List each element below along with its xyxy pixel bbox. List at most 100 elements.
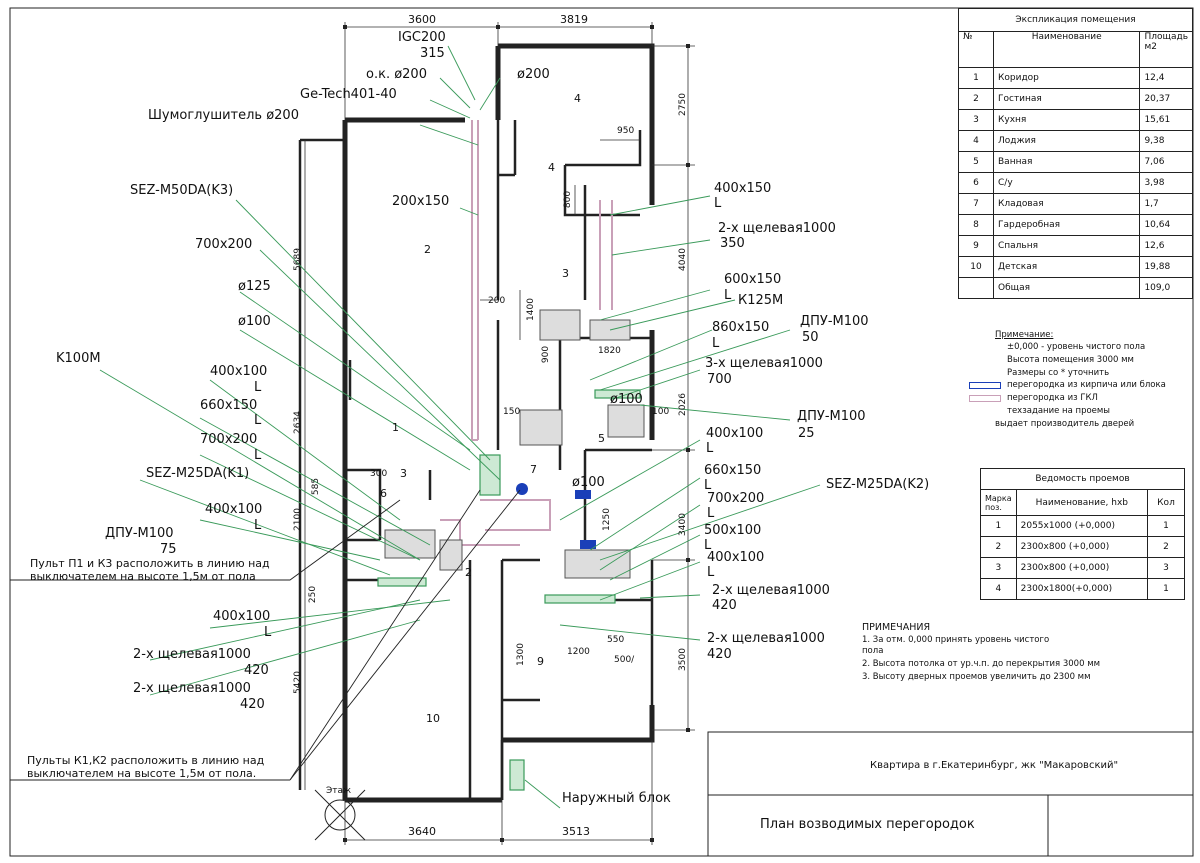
callout-ok200: о.к. ø200 — [366, 67, 427, 82]
callout-L: L — [724, 288, 732, 303]
callout-dpu-c: ДПУ-М100 — [797, 409, 866, 424]
openings-cell-name: 2300х1800(+0,000) — [1015, 578, 1149, 600]
indoor-units — [516, 483, 596, 549]
callout-slot-b: 2-х щелевая1000 — [133, 681, 251, 696]
explication-col-no: № — [958, 31, 994, 68]
callout-L: L — [714, 196, 722, 211]
callout-dpu-b-val: 50 — [802, 330, 819, 345]
dim-1300: 1300 — [515, 643, 526, 666]
equipment — [384, 309, 645, 579]
explication-cell-no: 4 — [958, 130, 994, 152]
openings-title: Ведомость проемов — [980, 468, 1185, 490]
sheet-name: План возводимых перегородок — [760, 817, 975, 832]
callout-slot-c: 2-х щелевая1000 — [718, 221, 836, 236]
dim-585: 585 — [311, 477, 322, 496]
remarks-line: пола — [862, 646, 884, 656]
callout-L: L — [707, 565, 715, 580]
openings-cell-qty: 2 — [1147, 536, 1185, 558]
callout-L: L — [704, 478, 712, 493]
explication-cell-area: 1,7 — [1139, 193, 1193, 215]
legend-item: выдает производитель дверей — [995, 419, 1135, 429]
room-explication-table: Экспликация помещения № Наименование Пло… — [958, 8, 1193, 299]
remarks-line: 3. Высоту дверных проемов увеличить до 2… — [862, 672, 1091, 682]
explication-cell-no — [958, 277, 994, 299]
dim-4040: 4040 — [677, 248, 688, 271]
gkl-partition-symbol — [969, 395, 1001, 402]
legend-title: Примечание: — [995, 330, 1054, 340]
callout-slot-f: 2-х щелевая1000 — [707, 631, 825, 646]
explication-cell-name: Кладовая — [992, 193, 1141, 215]
explication-cell-no: 2 — [958, 88, 994, 110]
callout-L: L — [254, 380, 262, 395]
explication-cell-no: 5 — [958, 151, 994, 173]
leader-lines — [99, 45, 821, 809]
dim-bottom-right: 3513 — [562, 825, 590, 838]
room-number: 7 — [530, 463, 537, 476]
callout-L: L — [254, 448, 262, 463]
dim-3400: 3400 — [677, 513, 688, 536]
explication-col-area: Площадь м2 — [1139, 31, 1193, 68]
remarks-line: 1. За отм. 0,000 принять уровень чистого — [862, 635, 1050, 645]
openings-cell-qty: 3 — [1147, 557, 1185, 579]
brick-partition-symbol — [969, 382, 1001, 389]
ductwork — [440, 120, 613, 546]
room-number: 3 — [400, 467, 407, 480]
callout-slot-d: 3-х щелевая1000 — [705, 356, 823, 371]
callout-L: L — [706, 441, 714, 456]
callout-L: L — [264, 625, 272, 640]
callout-dpu-a: ДПУ-М100 — [105, 526, 174, 541]
remote-note-1: выключателем на высоте 1,5м от пола — [30, 570, 256, 583]
openings-col-mark: Марка поз. — [980, 489, 1017, 516]
dimension-ticks — [343, 25, 690, 842]
explication-cell-area: 12,6 — [1139, 235, 1193, 257]
dim-bottom-left: 3640 — [408, 825, 436, 838]
explication-cell-area: 15,61 — [1139, 109, 1193, 131]
callout-200x150: 200x150 — [392, 194, 450, 209]
room-number: 2 — [465, 566, 472, 579]
dim-5689: 5689 — [292, 248, 303, 271]
callout-d100-b: ø100 — [610, 392, 643, 407]
explication-cell-no: 10 — [958, 256, 994, 278]
callout-slot-e: 2-х щелевая1000 — [712, 583, 830, 598]
exterior-walls — [342, 43, 655, 803]
callout-slot-f-val: 420 — [707, 647, 732, 662]
dim-1820: 1820 — [598, 346, 621, 356]
legend-item: перегородка из ГКЛ — [1007, 393, 1098, 403]
explication-cell-no: 3 — [958, 109, 994, 131]
openings-cell-mark: 4 — [980, 578, 1017, 600]
callout-slot-e-val: 420 — [712, 598, 737, 613]
callout-660x150-a: 660x150 — [200, 398, 258, 413]
callout-400x100-d: 400x100 — [706, 426, 764, 441]
callout-dpu-a-val: 75 — [160, 542, 177, 557]
callout-slot-b-val: 420 — [240, 697, 265, 712]
room-number: 6 — [380, 487, 387, 500]
callout-L: L — [704, 538, 712, 553]
dimension-lines — [304, 22, 695, 845]
callout-dpu-b: ДПУ-М100 — [800, 314, 869, 329]
explication-cell-name: Гостиная — [992, 88, 1141, 110]
callout-500x100: 500x100 — [704, 523, 762, 538]
dim-950: 950 — [617, 126, 635, 136]
legend-item: Высота помещения 3000 мм — [1007, 355, 1134, 365]
callout-d100-c: ø100 — [572, 475, 605, 490]
callout-L: L — [254, 413, 262, 428]
title-block-frame — [707, 731, 1194, 857]
callout-sez-k2: SEZ-M25DA(K2) — [826, 477, 930, 492]
explication-cell-no: 8 — [958, 214, 994, 236]
dim-550: 550 — [607, 635, 625, 645]
explication-cell-name: Лоджия — [992, 130, 1141, 152]
explication-cell-no: 6 — [958, 172, 994, 194]
room-number: 3 — [562, 267, 569, 280]
legend-item: Размеры со * уточнить — [1007, 368, 1110, 378]
explication-cell-name: Коридор — [992, 67, 1141, 89]
dim-top-left: 3600 — [408, 13, 436, 26]
callout-igc-val: 315 — [420, 46, 445, 61]
callout-L: L — [707, 506, 715, 521]
